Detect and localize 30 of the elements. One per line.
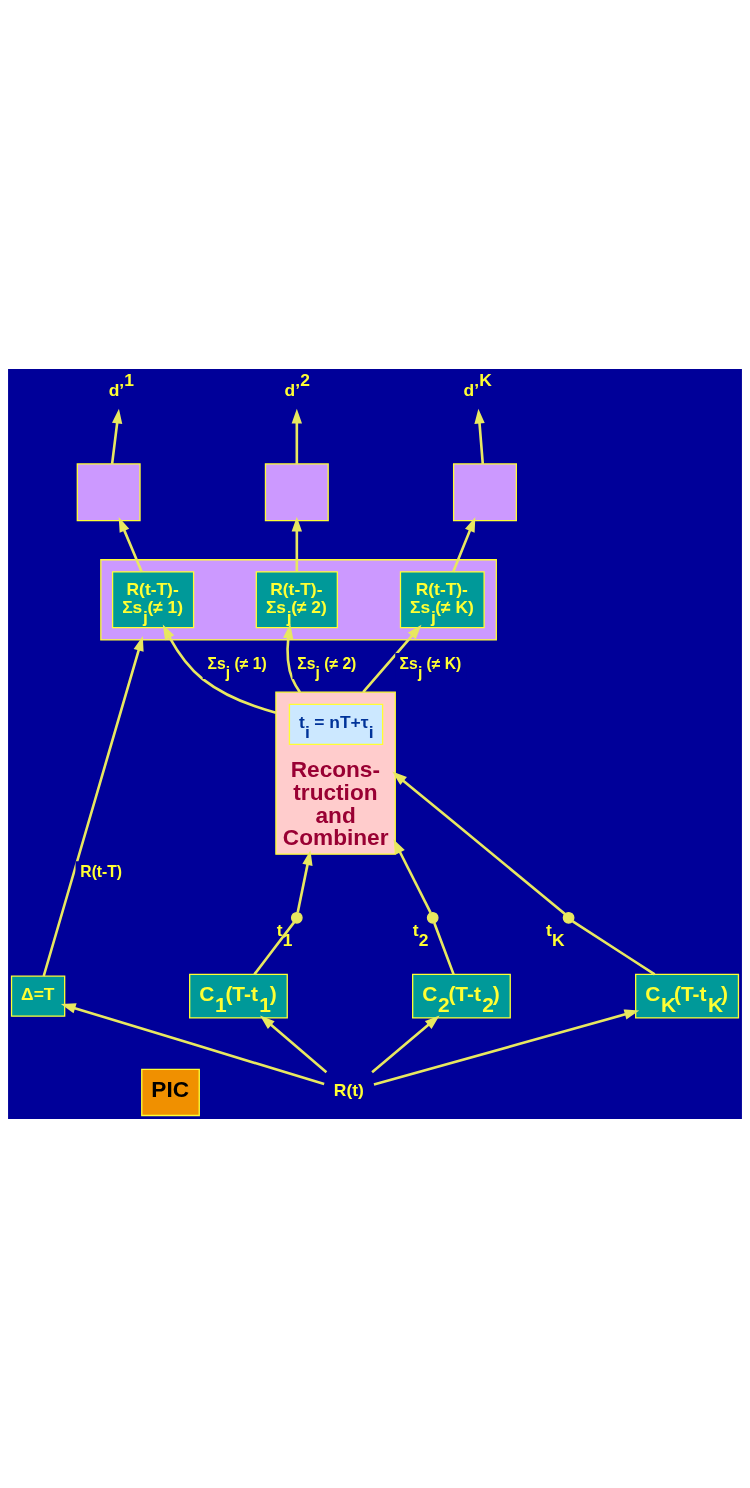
- arrow: [474, 408, 485, 464]
- node-box: [76, 463, 141, 522]
- connector: [433, 922, 455, 975]
- arrow: [42, 636, 144, 977]
- node-switch: [426, 911, 439, 924]
- arrow: [371, 1015, 440, 1074]
- arrow: [60, 1003, 325, 1086]
- node-switch: [290, 911, 303, 924]
- arrow: [373, 1009, 640, 1086]
- arrow: [393, 839, 432, 914]
- arrow: [260, 1015, 328, 1074]
- node-text: R(t): [333, 1079, 364, 1100]
- edge-label: R(t-T): [80, 863, 123, 881]
- arrow: [392, 771, 566, 915]
- arrow: [283, 623, 302, 693]
- node-switch: [562, 911, 575, 924]
- node-box: PIC: [141, 1068, 200, 1117]
- connector: [572, 920, 656, 976]
- arrow: [362, 624, 422, 694]
- arrow: [296, 850, 313, 913]
- arrow: [452, 517, 476, 573]
- connector: [253, 921, 296, 976]
- arrow: [118, 517, 143, 573]
- arrow: [162, 624, 277, 714]
- node-box: [264, 463, 329, 522]
- node-box: Δ=T: [10, 975, 66, 1017]
- arrow: [291, 516, 302, 572]
- arrow: [291, 408, 302, 464]
- node-box: [452, 463, 517, 522]
- arrow: [110, 408, 123, 464]
